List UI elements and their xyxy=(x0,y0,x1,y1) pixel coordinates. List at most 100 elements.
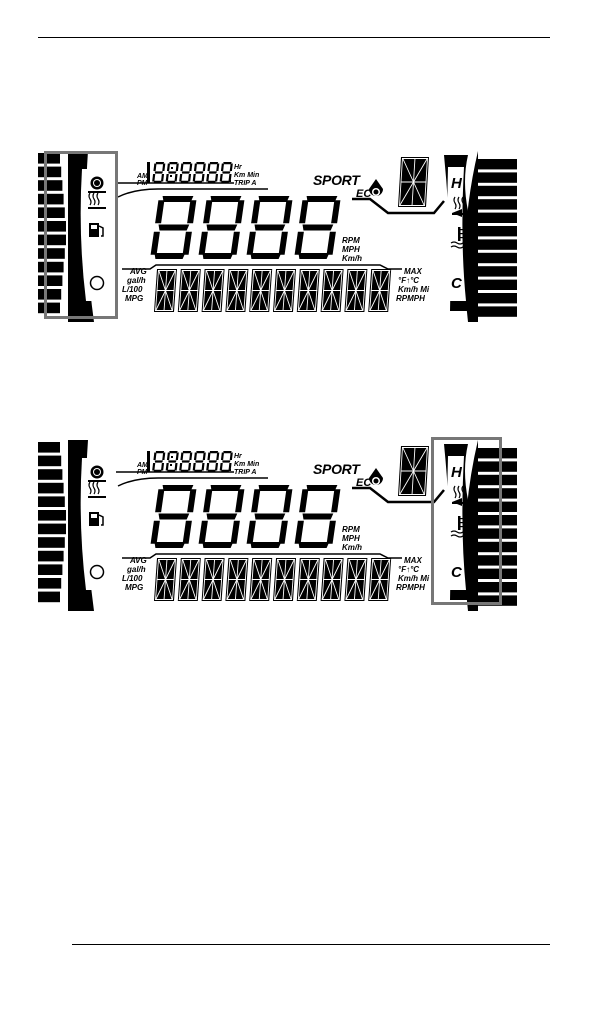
fuel-bar-segment xyxy=(38,180,63,191)
cell-segment-gap xyxy=(314,290,318,312)
big-digit-segments xyxy=(150,196,197,259)
cell-segment-gap xyxy=(234,290,238,312)
cell-segment-gap xyxy=(158,559,166,580)
temp-bar-segment xyxy=(478,266,517,277)
thermo-tick xyxy=(460,526,464,528)
segment xyxy=(153,163,157,171)
fuel-bar-segment xyxy=(38,523,66,535)
cell-segment-gap xyxy=(180,558,183,580)
lcd-panel-right-highlight: AM PM Hr Km Min TRIP A SPORT EC RPM MPH … xyxy=(38,437,517,611)
info-text-row xyxy=(154,269,392,312)
cell-segment-gap xyxy=(212,558,216,580)
segment xyxy=(254,224,286,231)
fuel-bar-segment xyxy=(38,550,64,562)
info-character-cell xyxy=(225,558,249,601)
heat-icon xyxy=(88,481,106,498)
segment xyxy=(214,463,219,471)
info-character-cell xyxy=(201,558,225,601)
cell-segment-gap xyxy=(413,158,428,183)
cell-segment-gap xyxy=(277,270,285,291)
cell-segment-gap xyxy=(274,290,285,311)
segment xyxy=(246,231,256,255)
cell-segment-gap xyxy=(369,579,372,601)
thermo-wave xyxy=(450,534,470,538)
cell-segment-gap xyxy=(338,290,342,312)
segment xyxy=(169,162,178,165)
fuel-bar-segment xyxy=(38,166,62,178)
cell-segment-gap xyxy=(355,559,366,580)
segment xyxy=(203,489,213,513)
cell-segment-gap xyxy=(402,158,414,183)
odo-leading-one xyxy=(147,162,150,183)
temp-unit-label: °F↑°C xyxy=(398,276,420,285)
cell-segment-gap xyxy=(387,558,391,580)
big-digit-segments xyxy=(150,485,197,548)
cell-segment-gap xyxy=(203,290,214,311)
segment xyxy=(167,469,176,472)
cell-segment-gap xyxy=(206,559,214,580)
cell-segment-gap xyxy=(379,558,382,580)
cell-segment-gap xyxy=(244,269,248,291)
cell-segment-gap xyxy=(307,558,311,580)
segment xyxy=(220,163,225,171)
cell-segment-gap xyxy=(321,290,325,312)
cell-segment-gap xyxy=(301,559,309,580)
lcd-graphics xyxy=(38,440,517,611)
mph-label: MPH xyxy=(342,245,360,254)
cell-segment-gap xyxy=(212,269,216,291)
segment xyxy=(302,513,334,520)
segment xyxy=(181,460,191,463)
cell-segment-gap xyxy=(250,579,253,601)
cell-segment-gap xyxy=(155,579,158,601)
cell-segment-gap xyxy=(325,559,333,580)
segment xyxy=(196,451,205,454)
heat-icon xyxy=(88,192,106,209)
cell-segment-gap xyxy=(226,290,229,312)
segment xyxy=(182,451,192,454)
segment xyxy=(207,469,216,472)
segment xyxy=(166,452,171,460)
segment xyxy=(194,180,203,183)
cell-segment-gap xyxy=(338,579,342,601)
cell-segment-gap xyxy=(236,558,239,580)
info-character-cell xyxy=(344,558,368,601)
fuel-bar-gauge xyxy=(38,442,66,603)
cell-segment-gap xyxy=(274,290,277,312)
segment xyxy=(153,452,157,460)
info-character-cell xyxy=(249,558,273,601)
segment xyxy=(207,180,216,183)
segment xyxy=(228,174,232,182)
cell-segment-gap xyxy=(204,269,207,291)
cell-segment-gap xyxy=(236,579,244,600)
clock-colon xyxy=(170,464,172,466)
segment xyxy=(187,174,192,182)
cell-segment-gap xyxy=(282,290,285,312)
temp-bar-segment xyxy=(478,172,517,183)
trip-a-label: TRIP A xyxy=(234,469,257,476)
kmh-label: Km/h xyxy=(342,543,362,552)
gear-indicator xyxy=(398,446,429,496)
segment xyxy=(182,520,192,544)
cell-segment-gap xyxy=(268,269,272,291)
cell-segment-gap xyxy=(400,157,403,183)
cell-segment-gap xyxy=(188,579,197,600)
info-character-cell xyxy=(177,558,201,601)
segment xyxy=(221,180,230,183)
segment xyxy=(299,200,309,224)
cell-segment-gap xyxy=(284,579,292,600)
cell-segment-gap xyxy=(369,579,381,600)
cell-segment-gap xyxy=(260,269,263,291)
fuel-bar-segment xyxy=(38,496,65,507)
fuel-pump-icon xyxy=(89,223,104,237)
segment xyxy=(203,200,213,224)
temp-bar-segment xyxy=(478,595,517,606)
temp-bar-segment xyxy=(478,568,517,579)
cell-segment-gap xyxy=(282,579,285,601)
pump-hose xyxy=(98,514,104,526)
cell-segment-gap xyxy=(163,290,166,312)
cell-segment-gap xyxy=(379,579,387,600)
cell-segment-gap xyxy=(331,579,340,600)
segment xyxy=(235,200,245,224)
segment xyxy=(202,542,234,548)
segment xyxy=(155,162,165,165)
